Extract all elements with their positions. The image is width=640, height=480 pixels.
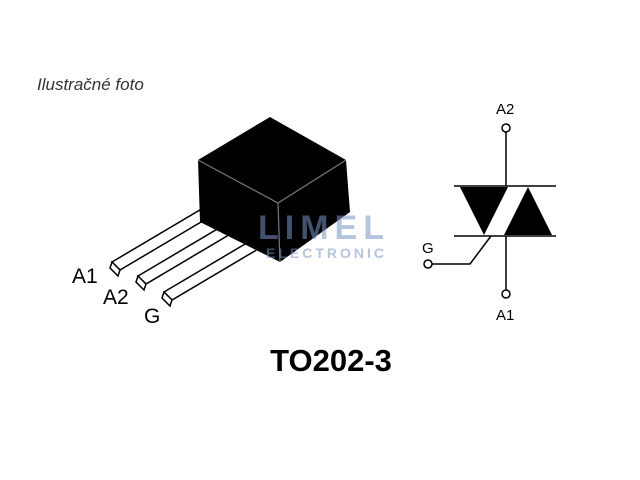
pin-a2-tip bbox=[135, 274, 147, 292]
symbol-label-g: G bbox=[422, 240, 434, 257]
package-body bbox=[197, 117, 350, 263]
watermark-line1: LIMEL bbox=[258, 209, 390, 247]
gate-lead bbox=[432, 235, 492, 265]
triac-symbol bbox=[423, 123, 556, 299]
package-pins bbox=[110, 203, 272, 301]
pin-label-a1: A1 bbox=[72, 265, 98, 288]
terminal-g-circle bbox=[423, 259, 433, 269]
pin-label-g: G bbox=[144, 305, 161, 328]
body-right bbox=[278, 160, 350, 262]
symbol-label-a1: A1 bbox=[496, 307, 515, 324]
triangle-down bbox=[460, 187, 508, 235]
watermark-line2: ELECTRONIC bbox=[266, 245, 387, 261]
pin-a1-tip bbox=[109, 260, 121, 278]
triangle-up bbox=[504, 187, 552, 235]
package-title: TO202-3 bbox=[270, 343, 392, 378]
pin-g-tip bbox=[161, 290, 173, 308]
terminal-a2-circle bbox=[501, 123, 511, 133]
body-left bbox=[198, 160, 280, 262]
package-illustration bbox=[109, 117, 350, 308]
body-top bbox=[198, 117, 346, 203]
body-edge-vertical bbox=[277, 202, 281, 263]
triac-triangles bbox=[460, 187, 552, 235]
illustration-caption: Ilustračné foto bbox=[37, 75, 144, 94]
terminal-a1-circle bbox=[501, 289, 511, 299]
symbol-label-a2: A2 bbox=[496, 101, 515, 118]
pin-label-a2: A2 bbox=[103, 286, 129, 309]
watermark-logo: LIMEL ELECTRONIC bbox=[258, 211, 390, 261]
